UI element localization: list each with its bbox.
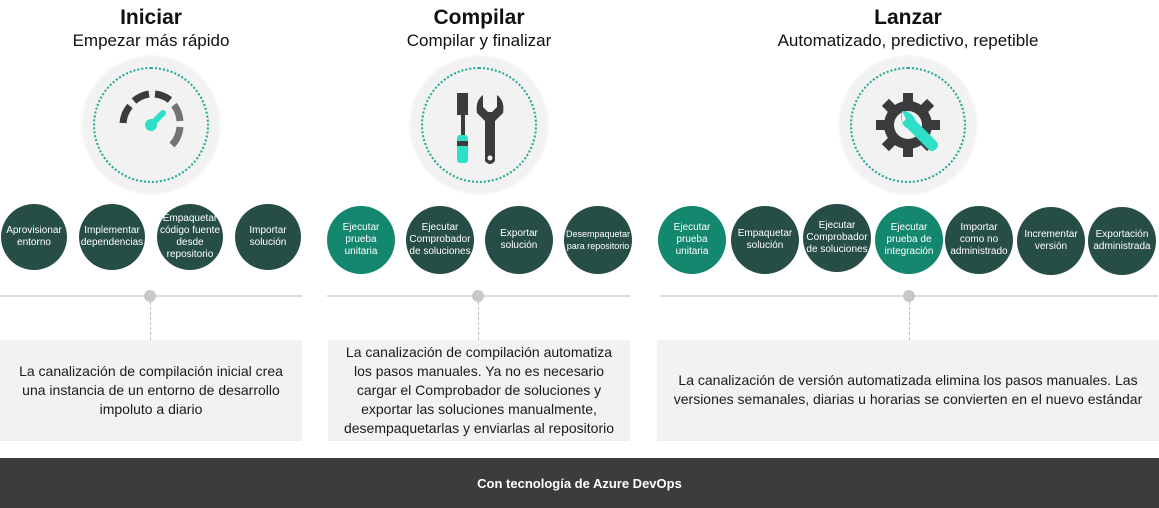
step-lanzar-prueba-unitaria[interactable]: Ejecutar prueba unitaria [658,206,726,274]
connector-compilar [478,302,479,340]
column-title: Lanzar [874,6,942,29]
tools-icon [457,93,504,164]
column-title: Iniciar [120,6,182,29]
step-empaquetar-codigo[interactable]: Empaquetar código fuente desde repositor… [157,204,223,270]
column-title: Compilar [433,6,525,29]
description-lanzar: La canalización de versión automatizada … [657,340,1159,440]
connector-lanzar [909,302,910,340]
timeline-node-iniciar [144,290,156,302]
step-ejecutar-comprobador[interactable]: Ejecutar Comprobador de soluciones [406,206,474,274]
step-importar-solucion[interactable]: Importar solución [235,204,301,270]
gear-wrench-icon [876,93,940,157]
timeline-node-compilar [472,290,484,302]
speedometer-icon [119,90,184,148]
gear-wrench-icon-disc [840,57,976,193]
footer-label: Con tecnología de Azure DevOps [477,475,682,491]
description-iniciar: La canalización de compilación inicial c… [0,340,302,440]
step-exportar-solucion[interactable]: Exportar solución [485,206,553,274]
step-prueba-integracion[interactable]: Ejecutar prueba de integración [875,206,943,274]
step-exportacion-administrada[interactable]: Exportación administrada [1088,207,1156,275]
tools-icon-disc [411,57,547,193]
step-lanzar-comprobador[interactable]: Ejecutar Comprobador de soluciones [803,204,871,272]
speedometer-icon-disc [83,57,219,193]
dotted-ring [850,67,966,183]
column-subtitle: Empezar más rápido [72,31,230,50]
column-subtitle: Compilar y finalizar [406,31,552,50]
step-implementar-dependencias[interactable]: Implementar dependencias [79,204,145,270]
description-compilar: La canalización de compilación automatiz… [328,340,630,440]
step-incrementar-version[interactable]: Incrementar versión [1017,207,1085,275]
dotted-ring [421,67,537,183]
column-iniciar-header: Iniciar Empezar más rápido [0,6,302,52]
step-importar-no-administrado[interactable]: Importar como no administrado [945,206,1013,274]
step-aprovisionar-entorno[interactable]: Aprovisionar entorno [1,204,67,270]
connector-iniciar [150,302,151,340]
step-empaquetar-solucion[interactable]: Empaquetar solución [731,206,799,274]
dotted-ring [93,67,209,183]
footer-banner: Con tecnología de Azure DevOps [0,458,1159,508]
step-ejecutar-prueba-unitaria[interactable]: Ejecutar prueba unitaria [327,206,395,274]
column-compilar-header: Compilar Compilar y finalizar [328,6,630,52]
step-desempaquetar[interactable]: Desempaquetar para repositorio [564,206,632,274]
column-lanzar-header: Lanzar Automatizado, predictivo, repetib… [657,6,1159,52]
column-subtitle: Automatizado, predictivo, repetible [777,31,1039,50]
timeline-node-lanzar [903,290,915,302]
